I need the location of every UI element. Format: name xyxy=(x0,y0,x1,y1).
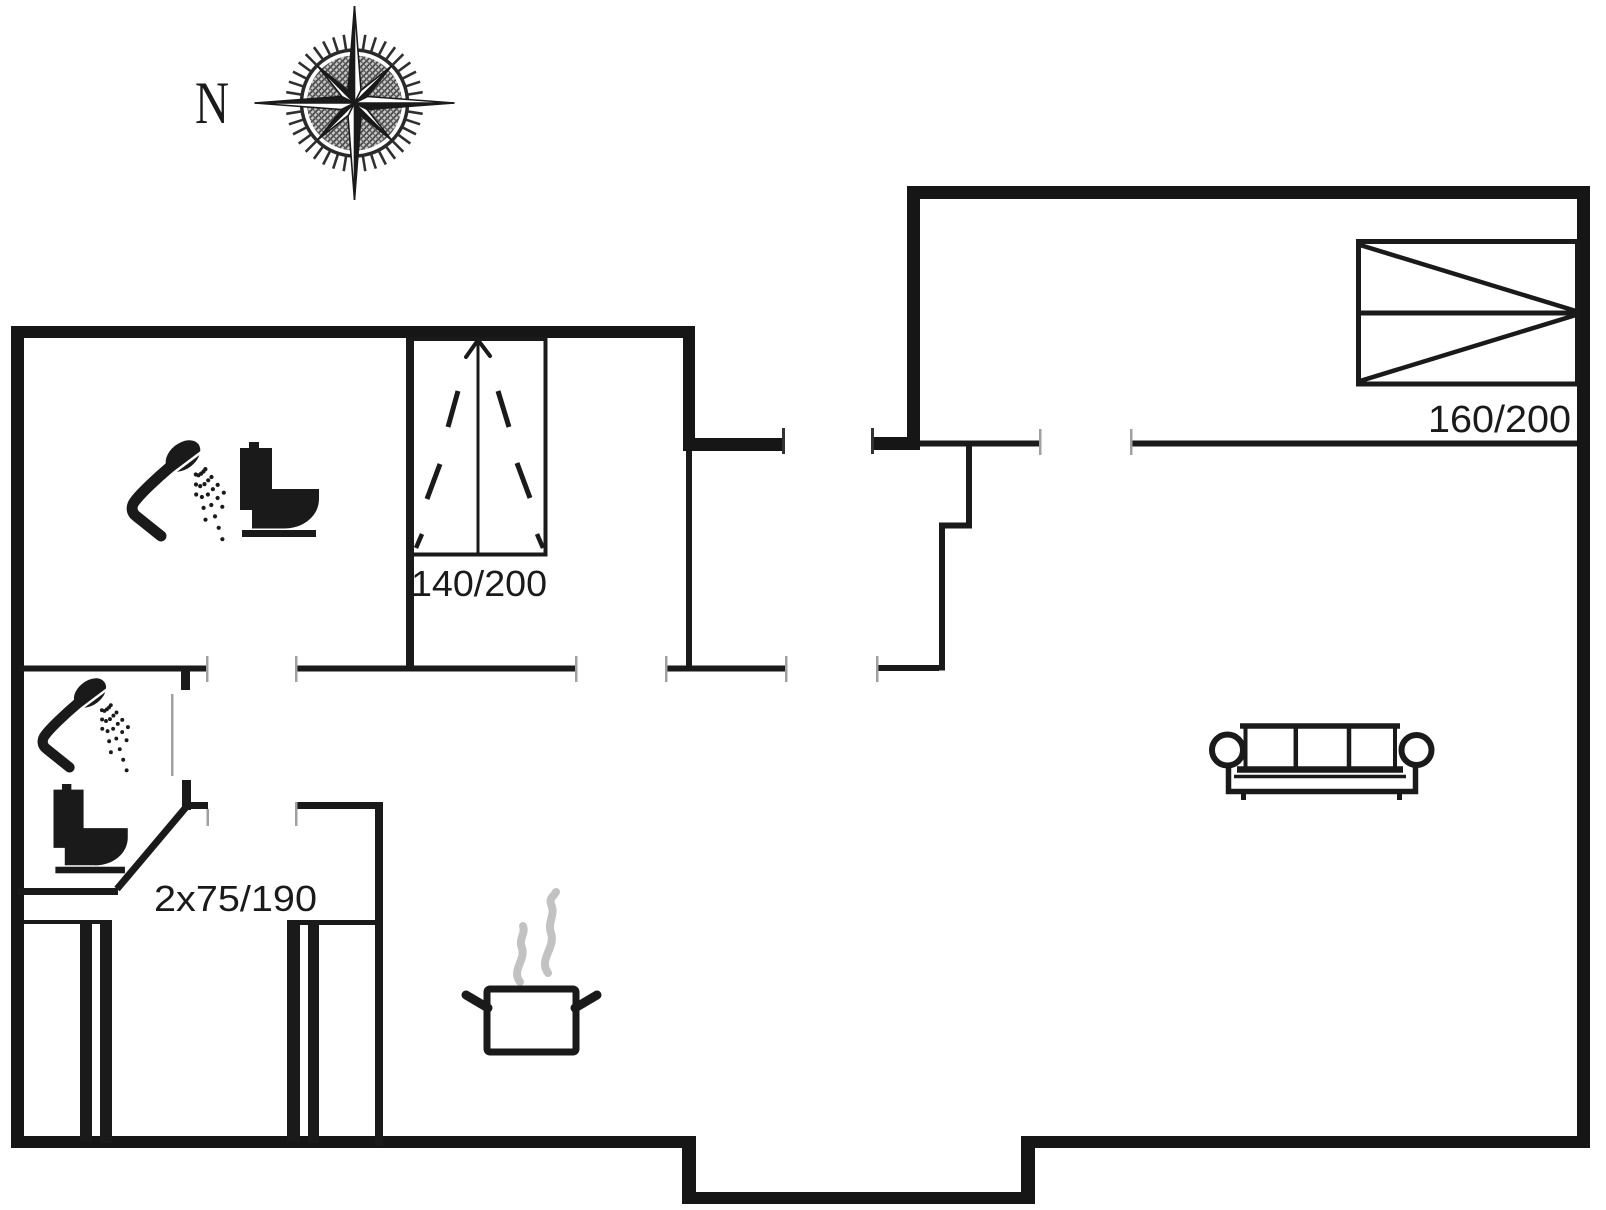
svg-text:160/200: 160/200 xyxy=(1428,399,1571,441)
svg-text:2x75/190: 2x75/190 xyxy=(154,878,317,919)
svg-text:140/200: 140/200 xyxy=(411,563,547,604)
svg-text:N: N xyxy=(195,70,229,136)
